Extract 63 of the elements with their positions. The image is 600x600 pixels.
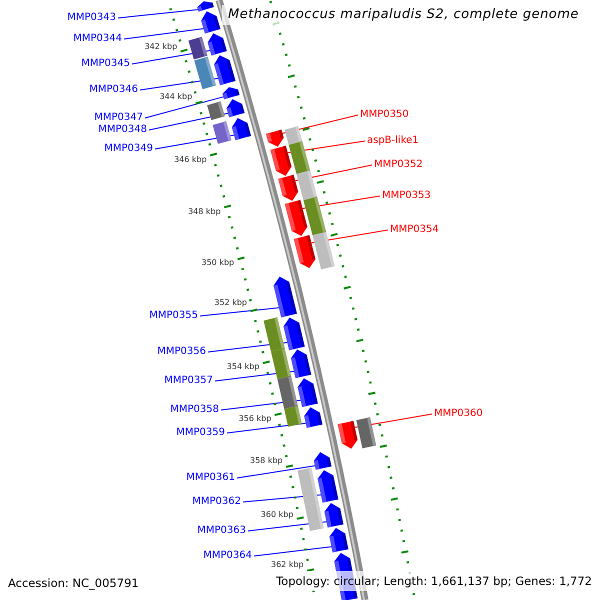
scale-label: 346 kbp [174, 154, 207, 165]
leader-line [144, 96, 224, 118]
gene-label: MMP0350 [360, 109, 409, 121]
gene-block [222, 87, 240, 100]
scale-label: 358 kbp [250, 456, 283, 466]
gene-block [232, 118, 251, 140]
gene-label: MMP0345 [81, 58, 130, 70]
leader-line [154, 134, 235, 150]
gene-block [226, 99, 245, 118]
gene-label: MMP0360 [434, 408, 483, 420]
scale-label: 344 kbp [160, 92, 192, 102]
gene-label: MMP0357 [164, 375, 213, 387]
gene-label: MMP0358 [170, 404, 219, 416]
gene-label: MMP0348 [98, 124, 147, 136]
gene-block [324, 503, 344, 528]
gene-label: MMP0362 [192, 496, 241, 508]
gene-block [298, 378, 318, 407]
gene-label: MMP0347 [94, 112, 143, 124]
scale-label: 350 kbp [202, 258, 234, 268]
gene-label: MMP0356 [157, 346, 206, 358]
gene-block [284, 318, 305, 350]
scale-label: 348 kbp [188, 206, 221, 216]
scale-label: 342 kbp [144, 42, 178, 52]
gene-label: MMP0354 [390, 224, 439, 236]
gene-label: MMP0353 [382, 190, 431, 202]
gene-block [314, 452, 332, 470]
gene-label: MMP0364 [203, 550, 252, 562]
leader-line [200, 307, 280, 316]
scale-label: 360 kbp [260, 510, 294, 520]
gene-block [284, 200, 308, 236]
leader-line [148, 112, 228, 130]
leader-line [124, 28, 204, 40]
leader-line [236, 465, 316, 478]
gene-label: MMP0344 [73, 33, 122, 45]
gene-block [274, 276, 297, 318]
gene-label: MMP0355 [149, 310, 198, 322]
gene-block [278, 174, 298, 201]
scale-label: 356 kbp [238, 414, 272, 424]
leader-line [282, 114, 358, 134]
leader-line [132, 50, 210, 64]
gene-label: MMP0359 [176, 427, 225, 439]
gene-block [197, 1, 214, 12]
gene-label: MMP0343 [67, 12, 116, 24]
gene-block [304, 407, 322, 428]
gene-label: MMP0361 [186, 472, 235, 484]
leader-line [226, 422, 306, 434]
gene-label: MMP0349 [104, 143, 153, 155]
gene-label: MMP0363 [197, 525, 246, 537]
leader-line [118, 9, 198, 18]
scale-label: 354 kbp [226, 362, 260, 372]
gene-block [291, 349, 312, 378]
gene-block [266, 130, 284, 147]
gene-block [330, 528, 348, 552]
gene-label: MMP0346 [89, 84, 138, 96]
gene-block [338, 420, 358, 449]
gene-block [208, 33, 227, 56]
scale-label: 362 kbp [271, 560, 304, 570]
leader-line [254, 546, 332, 556]
gene-block [294, 235, 316, 268]
gene-label: aspB-like1 [367, 135, 419, 147]
accession-text: Accession: NC_005791 [8, 576, 139, 590]
scale-label: 352 kbp [214, 298, 247, 308]
gene-label: MMP0352 [374, 159, 423, 171]
